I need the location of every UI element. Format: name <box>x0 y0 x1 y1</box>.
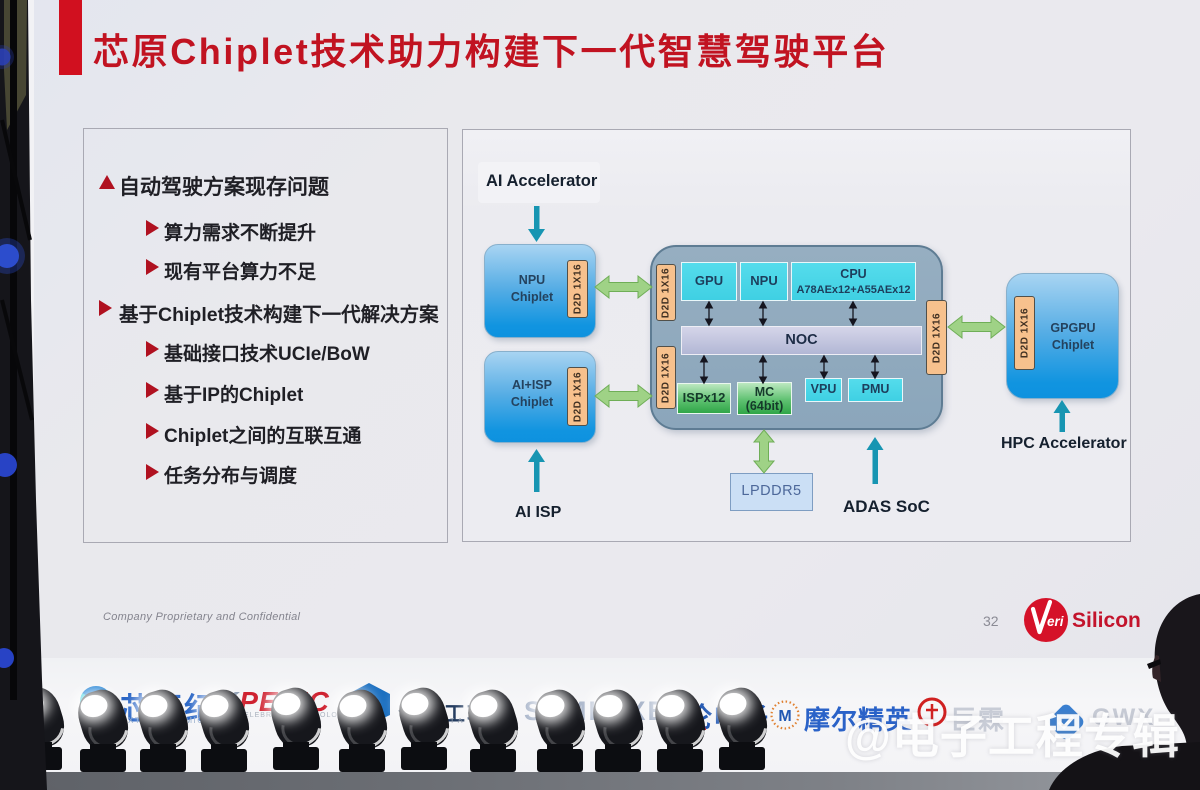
svg-text:Silicon: Silicon <box>1072 609 1141 632</box>
svg-text:eri: eri <box>1047 614 1064 629</box>
svg-text:M: M <box>778 708 791 725</box>
